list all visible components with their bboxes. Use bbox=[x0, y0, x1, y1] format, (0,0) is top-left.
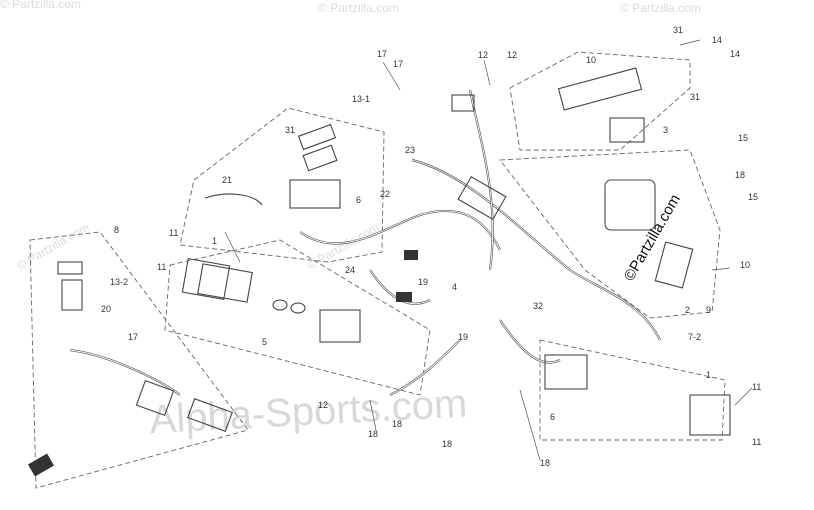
rear-caliper-group-outline bbox=[29, 231, 249, 489]
callout-16-top: 17 bbox=[377, 49, 387, 59]
callout-15-bottom: 15 bbox=[748, 192, 758, 202]
right-front-caliper bbox=[544, 354, 588, 390]
right-master-cylinder-body bbox=[604, 179, 656, 231]
lever-housing-10 bbox=[557, 67, 643, 111]
right-brake-pad bbox=[654, 241, 694, 289]
callout-16-top-2: 17 bbox=[393, 59, 403, 69]
rear-caliper-spring bbox=[187, 398, 233, 432]
partzilla-watermark-2: © Partzilla.com bbox=[318, 1, 399, 15]
callout-1-right: 1 bbox=[706, 370, 711, 380]
master-cylinder-group-outline bbox=[179, 107, 385, 263]
callout-8: 9 bbox=[706, 305, 711, 315]
callout-13-2: 13-2 bbox=[110, 277, 128, 287]
callout-17-a: 18 bbox=[368, 429, 378, 439]
callout-20: 20 bbox=[101, 304, 111, 314]
callout-11-c: 11 bbox=[752, 382, 761, 392]
callout-17-d: 18 bbox=[540, 458, 550, 468]
hose-12 bbox=[468, 89, 494, 271]
callout-17-b: 18 bbox=[392, 419, 402, 429]
callout-14-mid: 14 bbox=[730, 49, 740, 59]
center-master-cylinder bbox=[457, 175, 507, 221]
callout-13-1: 13-1 bbox=[352, 94, 370, 104]
hose-rear bbox=[69, 348, 181, 396]
callout-12-a: 12 bbox=[478, 50, 488, 60]
hose-7-1 bbox=[411, 158, 661, 341]
callout-9: 10 bbox=[740, 260, 750, 270]
callout-10: 10 bbox=[586, 55, 596, 65]
callout-12-b: 12 bbox=[507, 50, 517, 60]
callout-29: 31 bbox=[285, 125, 295, 135]
callout-6-bottom: 6 bbox=[550, 412, 555, 422]
partzilla-watermark-1: © Partzilla.com bbox=[0, 0, 81, 11]
callout-4: 4 bbox=[452, 282, 457, 292]
leader-lines bbox=[224, 39, 753, 461]
callout-22: 22 bbox=[380, 189, 390, 199]
partzilla-brand-watermark: ©Partzilla.com bbox=[621, 192, 684, 284]
reservoir bbox=[302, 144, 338, 172]
three-way-joint-lower bbox=[396, 292, 412, 302]
rear-brake-pad-clip bbox=[27, 453, 55, 477]
callout-24: 24 bbox=[345, 265, 355, 275]
callout-23: 23 bbox=[405, 145, 415, 155]
callout-19: 18 bbox=[735, 170, 745, 180]
callout-11-a: 11 bbox=[169, 228, 178, 238]
lever-bracket-3 bbox=[609, 117, 645, 143]
brake-pad-left-front bbox=[181, 257, 231, 301]
callout-14-top: 14 bbox=[712, 35, 722, 45]
callout-5: 5 bbox=[262, 337, 267, 347]
watermark-layer: Alpha-Sports.com © Partzilla.com © Partz… bbox=[0, 0, 701, 442]
callout-1-left: 1 bbox=[212, 236, 217, 246]
alpha-sports-watermark: Alpha-Sports.com bbox=[149, 381, 469, 442]
brake-pad-inner-left bbox=[197, 263, 253, 303]
brake-hoses bbox=[69, 89, 661, 396]
lever-assembly-outline bbox=[509, 51, 691, 151]
reservoir-cap bbox=[297, 123, 337, 151]
assembly-outlines bbox=[29, 51, 726, 489]
callout-32: 32 bbox=[533, 301, 543, 311]
callout-11-d: 11 bbox=[752, 437, 761, 447]
callout-7-2: 8 bbox=[114, 225, 119, 235]
left-front-caliper bbox=[319, 309, 361, 343]
callout-11-b: 11 bbox=[157, 262, 166, 272]
right-front-caliper-outline bbox=[539, 339, 726, 441]
rear-master-cylinder bbox=[61, 279, 83, 311]
callout-21: 21 bbox=[222, 175, 232, 185]
callout-31-bottom: 31 bbox=[690, 92, 700, 102]
callout-18-bottom: 19 bbox=[458, 332, 468, 342]
rear-caliper-piston bbox=[135, 379, 175, 417]
callout-3: 3 bbox=[663, 125, 668, 135]
callout-15-top: 15 bbox=[738, 133, 748, 143]
callout-16-left: 17 bbox=[128, 332, 138, 342]
callout-31-top: 31 bbox=[673, 25, 683, 35]
partzilla-watermark-4: © Partzilla.com bbox=[15, 220, 92, 273]
three-way-joint-upper bbox=[404, 250, 418, 260]
partzilla-watermark-3: © Partzilla.com bbox=[620, 1, 701, 15]
brake-lever-21 bbox=[204, 193, 263, 206]
components bbox=[27, 67, 731, 477]
master-cylinder bbox=[289, 179, 341, 209]
callout-2: 2 bbox=[685, 305, 690, 315]
callout-7-1: 7-2 bbox=[688, 332, 701, 342]
caliper-seal-2 bbox=[290, 302, 306, 314]
right-brake-pad-front bbox=[689, 394, 731, 436]
callout-18-top: 19 bbox=[418, 277, 428, 287]
rear-reservoir bbox=[57, 261, 83, 275]
callout-labels: 17 17 13-1 12 12 31 14 10 14 31 3 15 18 … bbox=[101, 25, 761, 468]
callout-17-c: 18 bbox=[442, 439, 452, 449]
callout-6-top: 6 bbox=[356, 195, 361, 205]
callout-12-left: 12 bbox=[318, 400, 328, 410]
partzilla-watermark-5: © Partzilla.com bbox=[305, 220, 382, 273]
hose-18 bbox=[499, 319, 561, 364]
caliper-seal-1 bbox=[272, 299, 288, 311]
left-front-caliper-outline bbox=[164, 239, 431, 396]
center-reservoir-cap bbox=[451, 94, 475, 112]
